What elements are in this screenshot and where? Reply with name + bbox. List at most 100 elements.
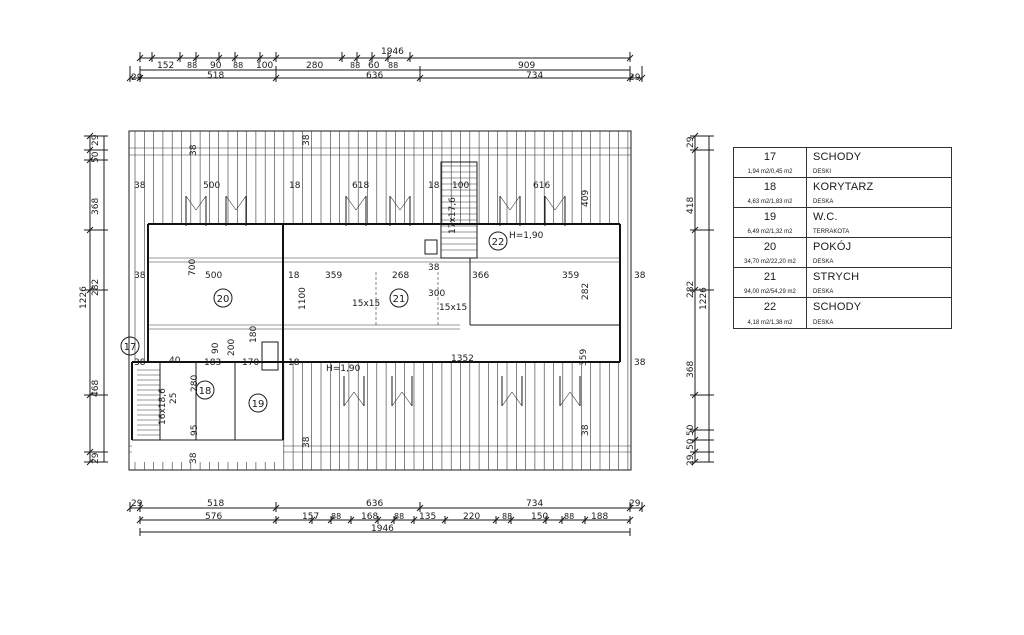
drawing-line: [581, 516, 589, 524]
room-number: 17: [763, 151, 777, 163]
drawing-line: [86, 226, 94, 234]
drawing-line: [569, 391, 581, 407]
right-dim: 368: [686, 361, 696, 378]
top-dim: 909: [518, 61, 535, 71]
interior-dim: 38: [634, 271, 646, 281]
top-dim: 88: [388, 61, 398, 70]
drawing-line: [558, 516, 566, 524]
interior-dim: 38: [189, 452, 199, 464]
drawing-line: [353, 391, 365, 407]
bottom-dim: 168: [361, 512, 378, 522]
drawing-line: [691, 426, 699, 434]
drawing-line: [638, 504, 646, 512]
drawing-line: [126, 504, 134, 512]
room-number: 22: [763, 301, 777, 313]
drawing-line: [507, 516, 515, 524]
top-dim: 90: [210, 61, 222, 71]
drawing-line: [225, 195, 237, 211]
top-dim: 29: [131, 73, 143, 83]
room-area: 6,49 m2/1,32 m2: [747, 229, 793, 235]
top-dimension-chains: 1946 152 88 90 88 100 280 88 60 88 909 2…: [126, 47, 646, 83]
drawing-line: [544, 195, 556, 211]
interior-dim: 18: [288, 271, 300, 281]
drawing-line: [691, 391, 699, 399]
room-number: 18: [199, 386, 212, 397]
beam-label: 15x15: [352, 299, 380, 309]
drawing-line: [86, 391, 94, 399]
drawing-line: [176, 54, 184, 62]
bottom-dimension-chains: 29 518 636 734 29 576 157 88 168 88 135 …: [126, 499, 646, 536]
top-dim: 60: [368, 61, 380, 71]
drawing-line: [272, 516, 280, 524]
drawing-line: [554, 195, 566, 211]
height-label: H=1,90: [326, 364, 361, 374]
drawing-line: [391, 391, 403, 407]
interior-dim: 38: [134, 181, 146, 191]
interior-dim: 1100: [298, 287, 308, 310]
drawing-line: [626, 74, 634, 82]
stair-label: 17x17,6: [448, 197, 458, 234]
interior-dim: 18: [289, 181, 301, 191]
drawing-line: [195, 195, 207, 211]
left-dim: 468: [91, 380, 101, 397]
room-area: 4,63 m2/1,83 m2: [747, 199, 793, 205]
interior-dim: 90: [211, 342, 221, 354]
room-number: 21: [393, 294, 406, 305]
interior-dim: 18: [428, 181, 440, 191]
drawing-line: [691, 146, 699, 154]
top-dim: 734: [526, 71, 543, 81]
left-dim: 29: [91, 452, 101, 464]
bottom-dim: 88: [564, 512, 574, 521]
interior-dim: 1352: [451, 354, 474, 364]
dormer-marks: [185, 195, 581, 407]
left-dim: 368: [91, 198, 101, 215]
interior-dim: 18: [288, 358, 300, 368]
drawing-line: [136, 54, 144, 62]
bottom-dim: 576: [205, 512, 222, 522]
top-dim: 152: [157, 61, 174, 71]
interior-dim: 616: [533, 181, 550, 191]
interior-dim: 38: [189, 144, 199, 156]
drawing-line: [86, 286, 94, 294]
drawing-line: [499, 195, 511, 211]
drawing-line: [441, 516, 449, 524]
drawing-line: [511, 391, 523, 407]
drawing-line: [542, 516, 550, 524]
room-markers: 20 21 22 17 18 19: [120, 231, 508, 413]
right-dim: 282: [686, 281, 696, 298]
stair-label: 16x18,6: [158, 388, 168, 425]
right-dim: 29: [686, 136, 696, 148]
bottom-dim: 29: [131, 499, 143, 509]
room-number: 20: [217, 294, 230, 305]
interior-dim: 300: [428, 289, 445, 299]
interior-dim: 200: [227, 339, 237, 356]
drawing-line: [256, 54, 264, 62]
top-dim: 29: [629, 73, 641, 83]
drawing-line: [691, 132, 699, 140]
interior-dim: 359: [579, 349, 589, 366]
drawing-line: [691, 436, 699, 444]
drawing-line: [410, 516, 418, 524]
interior-dim: 100: [452, 181, 469, 191]
drawing-line: [86, 458, 94, 466]
room-number: 19: [252, 399, 265, 410]
drawing-line: [626, 516, 634, 524]
interior-dim: 170: [242, 358, 259, 368]
drawing-line: [638, 74, 646, 82]
room-area: 94,00 m2/54,29 m2: [744, 289, 796, 295]
drawing-line: [384, 54, 392, 62]
bottom-dim: 157: [302, 512, 319, 522]
drawing-line: [691, 448, 699, 456]
drawing-line: [345, 195, 357, 211]
top-dim: 636: [366, 71, 383, 81]
drawing-line: [406, 54, 414, 62]
right-dim: 50: [686, 438, 696, 450]
bottom-dim: 188: [591, 512, 608, 522]
floor-material: TERRAKOTA: [813, 229, 850, 235]
floor-material: DESKA: [813, 199, 834, 205]
bottom-dim: 135: [419, 512, 436, 522]
interior-dim: 180: [249, 326, 259, 343]
